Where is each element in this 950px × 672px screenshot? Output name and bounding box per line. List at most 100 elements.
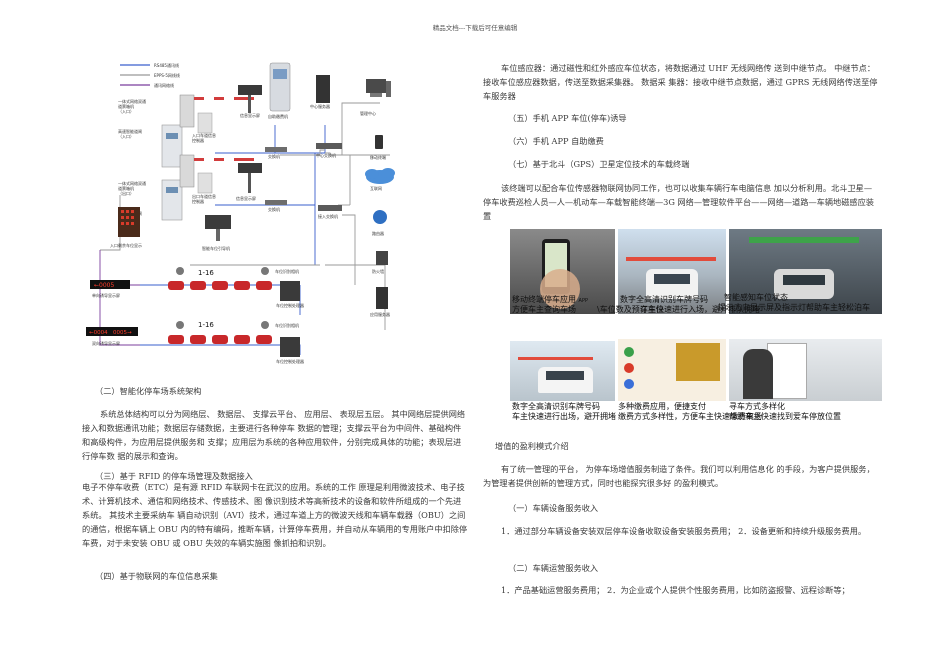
- switch-2: [265, 200, 287, 205]
- caption-5-body: 缴费方式多样性，方便车主快速缴费离场: [618, 412, 762, 421]
- svg-text:信息显示屏: 信息显示屏: [240, 112, 260, 118]
- entry-ticket-machine: [161, 124, 183, 168]
- entry-barrier-gate: [179, 94, 254, 128]
- caption-1-title: 移动终端停车应用 APP: [512, 295, 588, 304]
- svg-text:入口车道信息控制器: 入口车道信息控制器: [192, 132, 216, 143]
- access-switch: [318, 205, 342, 211]
- caption-6-body: 帮助车主快速找到爱车停放位置: [729, 412, 841, 421]
- svg-text:交换机: 交换机: [268, 206, 280, 212]
- application-server: [376, 287, 388, 309]
- svg-text:接入交换机: 接入交换机: [318, 213, 338, 219]
- exit-lane-controller: [197, 172, 213, 194]
- svg-text:车位控制处理器: 车位控制处理器: [276, 302, 304, 308]
- entry-remaining-spaces-display: [118, 207, 140, 237]
- section-5-title: （五）手机 APP 车位(停车)诱导: [508, 113, 627, 123]
- parking-sensor-b: [176, 321, 269, 329]
- svg-text:中心交换机: 中心交换机: [316, 152, 336, 158]
- svg-text:←0004: ←0004: [89, 330, 108, 336]
- parking-zone-b-cars: [168, 335, 272, 344]
- parked-car-icon: [234, 281, 250, 290]
- mobile-app-photo: [510, 229, 615, 314]
- svg-text:路由器: 路由器: [372, 230, 384, 236]
- svg-text:中心服务器: 中心服务器: [310, 103, 330, 109]
- svg-text:单向诱导显示屏: 单向诱导显示屏: [92, 292, 120, 298]
- svg-text:移动终端: 移动终端: [370, 154, 386, 160]
- section-3-body: 电子不停车收费（ETC）是有源 RFID 车联网卡在武汉的应用。系统的工作 原理…: [82, 482, 468, 548]
- caption-6-title: 寻车方式多样化: [729, 402, 785, 411]
- equipment-income-paragraph: 1．通过部分车辆设备安装双层停车设备收取设备安装服务费用； 2．设备更新和持续升…: [501, 526, 867, 536]
- svg-text:智能车位引导机: 智能车位引导机: [202, 245, 230, 251]
- svg-text:←0005: ←0005: [94, 282, 114, 289]
- operation-income-paragraph: 1．产品基础运营服务费用； 2．为企业或个人提供个性服务费用，比如防盗报警、远程…: [501, 585, 850, 595]
- parking-controller-b: [280, 337, 300, 357]
- parking-controller-a: [280, 281, 300, 301]
- info-display-screen-2: [238, 163, 262, 193]
- parked-car-icon: [234, 335, 250, 344]
- caption-2-body: \车位数及预订车位: [597, 305, 664, 314]
- router: [373, 210, 387, 224]
- svg-text:1-16: 1-16: [198, 269, 214, 277]
- caption-3-overlay: 提示方向显示屏及指示灯帮助车主轻松泊车: [718, 303, 870, 312]
- parked-car-icon: [190, 335, 206, 344]
- caption-2-title: 数字全高清识别车牌号码: [620, 295, 708, 304]
- svg-text:1-16: 1-16: [198, 321, 214, 329]
- page-header: 精品文档---下载后可任意编辑: [432, 24, 518, 32]
- parked-car-icon: [168, 335, 184, 344]
- terminal-paragraph: 该终端可以配合车位传感器物联网协同工作，也可以收集车辆行车电脑信息 加以分析利用…: [483, 183, 874, 221]
- management-center-pc: [366, 79, 391, 97]
- section-6-title: （六）手机 APP 自助缴费: [508, 136, 604, 146]
- svg-text:信息显示屏: 信息显示屏: [236, 195, 256, 201]
- caption-2-overlay: 车主快速进行入场，避开排队拥堵: [640, 305, 760, 314]
- entry-gate-photo: [618, 229, 726, 314]
- smart-parking-photo: [729, 229, 882, 314]
- section-2-title: （二）智能化停车场系统架构: [95, 386, 202, 396]
- parked-car-icon: [212, 335, 228, 344]
- payment-options-photo: [618, 339, 726, 401]
- section-2-body: 系统总体结构可以分为网络层、 数据层、 支撑云平台、 应用层、 表现层五层。 其…: [82, 409, 466, 461]
- svg-text:EPPS-5网线线: EPPS-5网线线: [154, 72, 180, 78]
- exit-ticket-machine: [161, 179, 183, 221]
- svg-text:车位识别相机: 车位识别相机: [275, 268, 299, 274]
- svg-text:通讯网络线: 通讯网络线: [154, 82, 174, 88]
- svg-text:自助缴费机: 自助缴费机: [268, 113, 288, 119]
- parked-car-icon: [212, 281, 228, 290]
- svg-text:出口车道信息控制器: 出口车道信息控制器: [192, 193, 216, 204]
- diagram-legend: RS485通讯线 EPPS-5网线线 通讯网络线: [120, 62, 180, 88]
- one-way-guide-led: ←0005: [90, 280, 130, 289]
- two-way-guide-led: ←0004 0005→: [86, 327, 138, 336]
- svg-text:一体式网络双通道票箱机（入口）: 一体式网络双通道票箱机（入口）: [118, 98, 146, 114]
- caption-5-title: 多种缴费应用，便捷支付: [618, 402, 706, 411]
- parked-car-icon: [256, 281, 272, 290]
- svg-text:互联网: 互联网: [370, 185, 382, 191]
- svg-text:应用服务器: 应用服务器: [370, 311, 390, 317]
- self-pay-kiosk: [269, 62, 291, 112]
- parked-car-icon: [190, 281, 206, 290]
- exit-barrier-gate: [179, 154, 254, 188]
- parking-zone-a-cars: [168, 281, 272, 290]
- parking-system-diagram: RS485通讯线 EPPS-5网线线 通讯网络线 一体: [86, 62, 395, 364]
- center-server: [316, 75, 330, 103]
- svg-text:入口剩余车位显示: 入口剩余车位显示: [110, 242, 142, 248]
- svg-text:0005→: 0005→: [113, 330, 132, 336]
- smart-guide-machine: [205, 215, 231, 241]
- section-4-title: （四）基于物联网的车位信息采集: [95, 571, 218, 581]
- operation-income-title: （二）车辆运营服务收入: [508, 563, 599, 573]
- equipment-income-title: （一）车辆设备服务收入: [508, 503, 599, 513]
- caption-1-body: 方便车主查询车场: [512, 305, 576, 314]
- switch-1: [265, 147, 287, 152]
- svg-text:一体式网络双通道票箱机（出口）: 一体式网络双通道票箱机（出口）: [118, 180, 146, 196]
- caption-4-body: 车主快速进行出场，避开拥堵: [512, 412, 616, 421]
- svg-text:车位识别相机: 车位识别相机: [275, 322, 299, 328]
- caption-4-title: 数字全高清识别车牌号码: [512, 402, 600, 411]
- section-7-title: （七）基于北斗（GPS）卫星定位技术的车载终端: [508, 159, 690, 169]
- svg-text:双向诱导显示屏: 双向诱导显示屏: [92, 340, 120, 346]
- parked-car-icon: [256, 335, 272, 344]
- caption-3-title: 智能感知车位状态: [724, 293, 788, 302]
- parked-car-icon: [168, 281, 184, 290]
- network-lines: [99, 102, 390, 355]
- svg-text:管理中心: 管理中心: [360, 110, 376, 116]
- profit-model-title: 增值的盈利模式介绍: [495, 441, 569, 451]
- entry-lane-controller: [197, 112, 213, 134]
- center-switch: [316, 143, 342, 149]
- firewall: [376, 251, 388, 265]
